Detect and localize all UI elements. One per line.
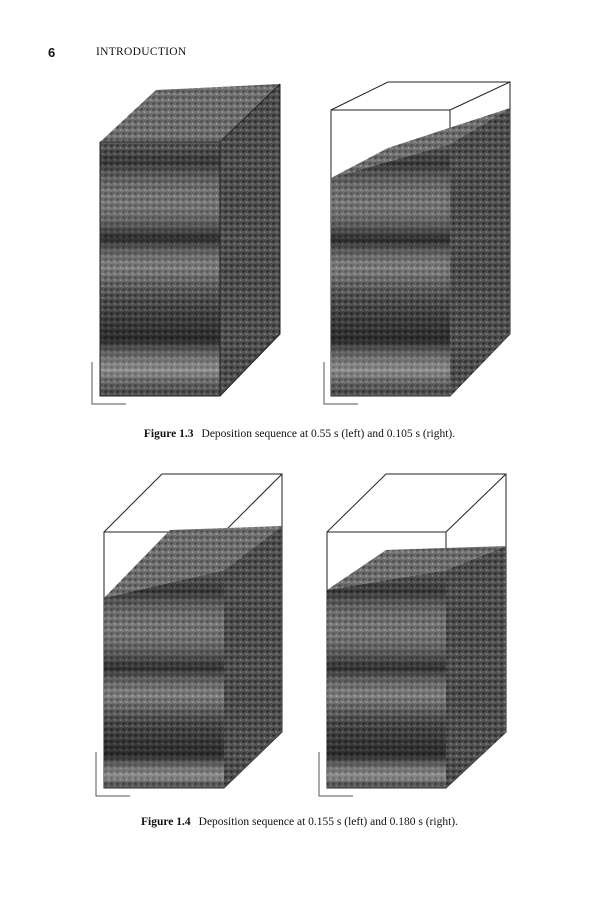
deposition-left-box xyxy=(95,473,283,797)
deposition-right-box xyxy=(318,473,507,797)
running-head: 6 INTRODUCTION xyxy=(0,45,599,61)
figure-caption-text: Deposition sequence at 0.55 s (left) and… xyxy=(201,428,456,440)
figure-1-3 xyxy=(86,78,526,410)
figure-1-4-caption: Figure 1.4 Deposition sequence at 0.155 s… xyxy=(0,816,599,828)
chapter-title: INTRODUCTION xyxy=(96,46,187,58)
deposition-left-box xyxy=(91,83,281,405)
figure-1-3-caption: Figure 1.3 Deposition sequence at 0.55 s … xyxy=(0,428,599,440)
figure-caption-text: Deposition sequence at 0.155 s (left) an… xyxy=(198,816,458,828)
figure-1-4 xyxy=(86,470,526,802)
deposition-right-box xyxy=(323,81,511,405)
figure-label: Figure 1.4 xyxy=(141,816,191,828)
page-number: 6 xyxy=(48,45,56,60)
figure-1-4-image xyxy=(95,473,507,797)
figure-1-3-image xyxy=(91,81,511,405)
figure-label: Figure 1.3 xyxy=(143,428,194,440)
